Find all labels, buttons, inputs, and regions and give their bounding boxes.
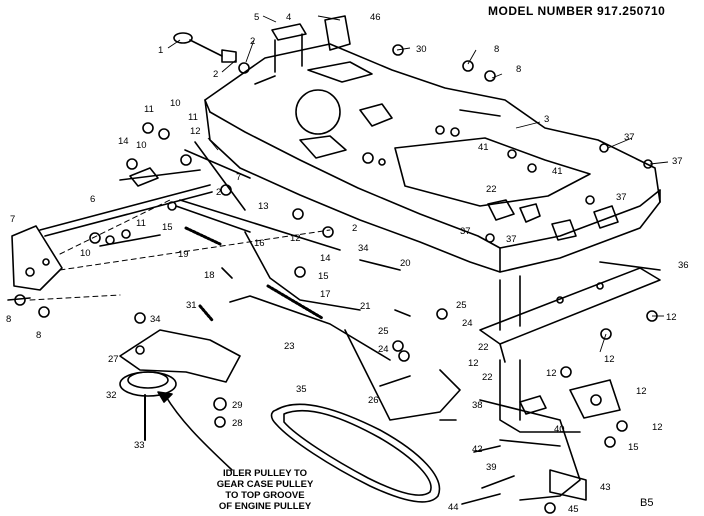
left-bracket — [7, 225, 63, 318]
callout-12: 12 — [290, 233, 301, 244]
callout-25: 25 — [456, 300, 467, 311]
guide-lines — [29, 199, 331, 301]
callout-39: 39 — [486, 462, 497, 473]
callout-38: 38 — [472, 400, 483, 411]
callout-42: 42 — [472, 444, 483, 455]
callout-12: 12 — [652, 422, 663, 433]
callout-15: 15 — [162, 222, 173, 233]
callout-2: 2 — [216, 187, 221, 198]
callout-4: 4 — [286, 12, 291, 23]
callout-29: 29 — [232, 400, 243, 411]
callout-28: 28 — [232, 418, 243, 429]
note-line: OF ENGINE PULLEY — [218, 501, 312, 512]
callout-22: 22 — [482, 372, 493, 383]
callout-10: 10 — [80, 248, 91, 259]
callout-3: 3 — [544, 114, 549, 125]
model-number: MODEL NUMBER 917.250710 — [488, 4, 666, 18]
callout-12: 12 — [468, 358, 479, 369]
callout-7: 7 — [236, 172, 241, 183]
callout-13: 13 — [258, 201, 269, 212]
callout-45: 45 — [568, 504, 579, 515]
note-line: IDLER PULLEY TO — [222, 468, 308, 479]
callout-37: 37 — [624, 132, 635, 143]
callout-18: 18 — [204, 270, 215, 281]
callout-16: 16 — [254, 238, 265, 249]
callout-25: 25 — [378, 326, 389, 337]
callout-11: 11 — [188, 112, 198, 123]
callout-1: 1 — [158, 45, 163, 56]
callout-36: 36 — [678, 260, 689, 271]
callout-2: 2 — [213, 69, 218, 80]
callout-37: 37 — [460, 226, 471, 237]
callout-41: 41 — [478, 142, 489, 153]
callout-14: 14 — [320, 253, 331, 264]
callout-8: 8 — [516, 64, 521, 75]
callout-41: 41 — [552, 166, 563, 177]
callout-26: 26 — [368, 395, 379, 406]
callout-12: 12 — [604, 354, 615, 365]
callout-37: 37 — [506, 234, 517, 245]
callout-24: 24 — [378, 344, 389, 355]
spring-rods — [175, 199, 391, 361]
callout-8: 8 — [494, 44, 499, 55]
callout-19: 19 — [178, 249, 189, 260]
callout-44: 44 — [448, 502, 459, 513]
callout-46: 46 — [370, 12, 381, 23]
callout-30: 30 — [416, 44, 427, 55]
callout-8: 8 — [36, 330, 41, 341]
idler-assembly — [119, 329, 241, 441]
callout-17: 17 — [320, 289, 331, 300]
callout-8: 8 — [6, 314, 11, 325]
callout-12: 12 — [190, 126, 201, 137]
callout-12: 12 — [546, 368, 557, 379]
callout-2: 2 — [352, 223, 357, 234]
callout-11: 11 — [136, 218, 146, 229]
callout-11: 11 — [144, 104, 154, 115]
belt-routing-note: IDLER PULLEY TO GEAR CASE PULLEY TO TOP … — [200, 468, 330, 512]
frame-plate — [204, 43, 661, 273]
top-bracket — [271, 15, 351, 73]
callout-37: 37 — [616, 192, 627, 203]
callout-15: 15 — [628, 442, 639, 453]
callout-10: 10 — [136, 140, 147, 151]
callout-43: 43 — [600, 482, 611, 493]
callout-6: 6 — [90, 194, 95, 205]
callout-22: 22 — [478, 342, 489, 353]
eye-bolt — [173, 32, 250, 74]
left-linkage — [39, 122, 251, 247]
callout-24: 24 — [462, 318, 473, 329]
callout-37: 37 — [672, 156, 683, 167]
callout-22: 22 — [486, 184, 497, 195]
callout-21: 21 — [360, 301, 371, 312]
callout-32: 32 — [106, 390, 117, 401]
callout-35: 35 — [296, 384, 307, 395]
right-hanger — [479, 261, 661, 501]
callout-40: 40 — [554, 424, 565, 435]
callout-20: 20 — [400, 258, 411, 269]
callout-12: 12 — [666, 312, 677, 323]
clutch-rod — [344, 329, 461, 421]
callout-15: 15 — [318, 271, 329, 282]
callout-34: 34 — [150, 314, 161, 325]
callout-31: 31 — [186, 300, 197, 311]
drive-belt — [270, 403, 441, 503]
callout-10: 10 — [170, 98, 181, 109]
callout-34: 34 — [358, 243, 369, 254]
note-arrow — [157, 391, 233, 471]
callout-14: 14 — [118, 136, 129, 147]
callout-27: 27 — [108, 354, 119, 365]
note-line: TO TOP GROOVE — [225, 490, 305, 501]
callout-12: 12 — [636, 386, 647, 397]
callout-5: 5 — [254, 12, 259, 23]
callout-33: 33 — [134, 440, 145, 451]
callout-2: 2 — [250, 36, 255, 47]
callout-23: 23 — [284, 341, 295, 352]
page-code: B5 — [640, 497, 654, 509]
callout-7: 7 — [10, 214, 15, 225]
note-line: GEAR CASE PULLEY — [216, 479, 314, 490]
